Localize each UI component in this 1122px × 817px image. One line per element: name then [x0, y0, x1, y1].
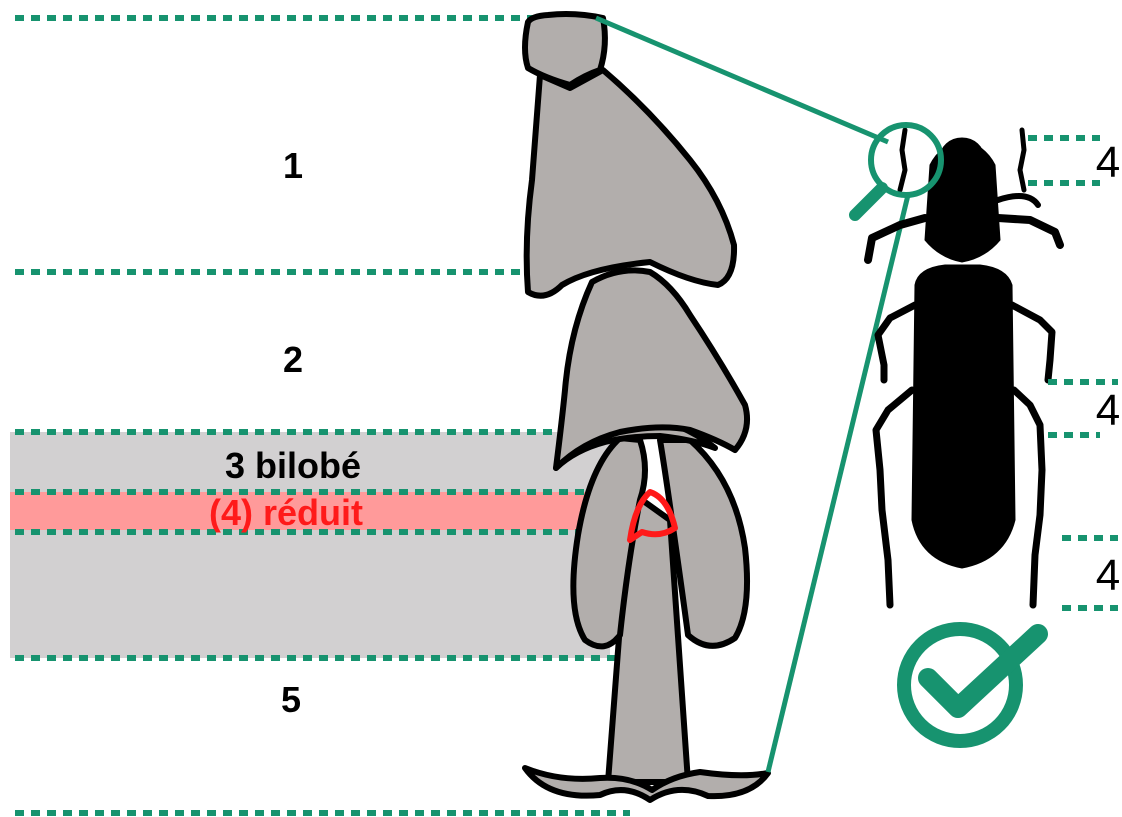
segment-1: [527, 70, 734, 296]
segment-label-2: 2: [283, 339, 303, 380]
segment-label-1: 1: [283, 145, 303, 186]
segment-label-5: 5: [281, 679, 301, 720]
checkmark-icon: [904, 629, 1038, 741]
tarsus-count-guides: [1028, 138, 1118, 608]
segment-label-3: 3 bilobé: [225, 445, 361, 486]
tarsus-count-hind: 4: [1096, 551, 1120, 600]
segment-label-4: (4) réduit: [209, 492, 363, 533]
tarsus-drawing: [525, 14, 768, 800]
tarsus-count-front: 4: [1096, 138, 1120, 187]
tarsus-count-middle: 4: [1096, 386, 1120, 435]
beetle-silhouette: [868, 130, 1060, 605]
segment-1-tip: [525, 14, 605, 85]
